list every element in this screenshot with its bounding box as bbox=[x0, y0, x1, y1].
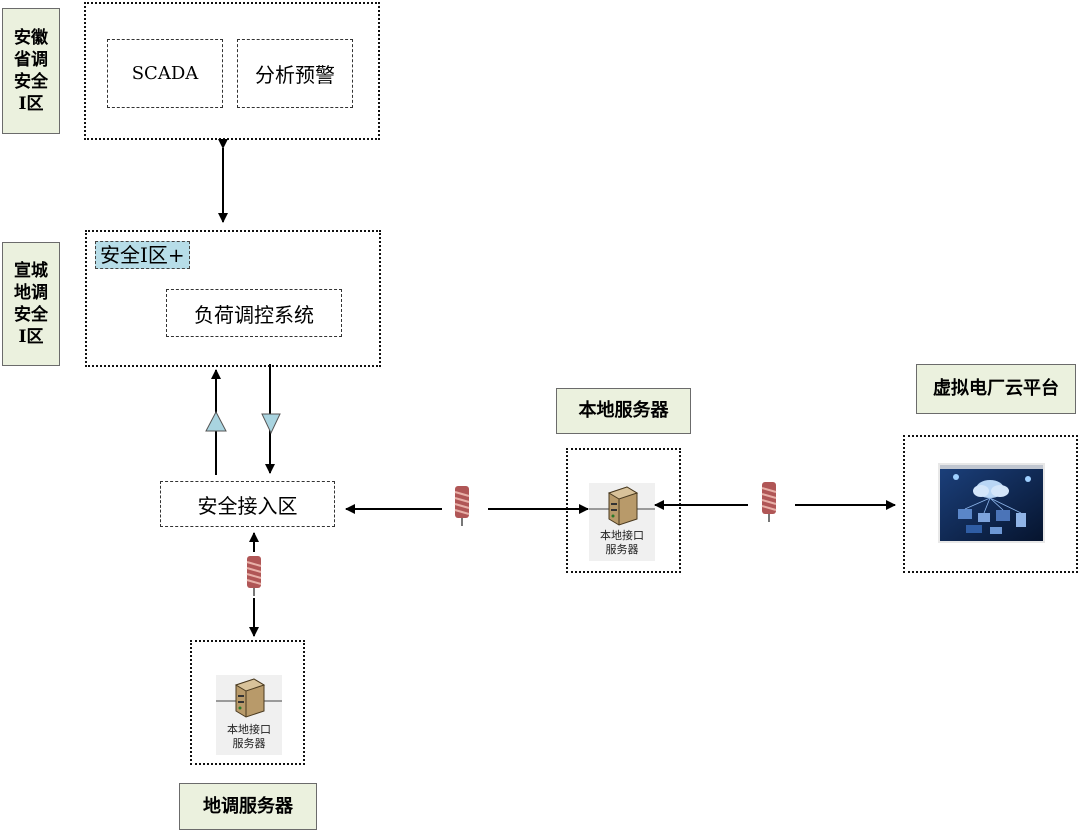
district-system-box: 安全I区+ 负荷调控系统 bbox=[85, 230, 381, 367]
security-zone-plus-label: 安全I区+ bbox=[95, 241, 190, 269]
security-access-zone-box: 安全接入区 bbox=[160, 481, 335, 527]
encryption-device-icon bbox=[454, 485, 470, 527]
local-server-title: 本地服务器 bbox=[556, 388, 691, 434]
local-server-box: 本地接口服务器 bbox=[566, 448, 681, 573]
server-icon bbox=[216, 675, 282, 721]
vpp-platform-title: 虚拟电厂云平台 bbox=[916, 364, 1076, 414]
encryption-device-icon bbox=[761, 481, 777, 523]
district-server-box: 本地接口服务器 bbox=[190, 640, 305, 765]
district-server-title: 地调服务器 bbox=[179, 783, 317, 830]
scada-box: SCADA bbox=[107, 39, 223, 108]
zone-label-xuancheng: 宣城地调安全I区 bbox=[2, 242, 60, 366]
uplink-triangle-icon bbox=[205, 410, 227, 432]
province-system-box: SCADA 分析预警 bbox=[84, 2, 380, 140]
local-interface-server: 本地接口服务器 bbox=[589, 483, 655, 561]
district-interface-server: 本地接口服务器 bbox=[216, 675, 282, 755]
cloud-platform-image bbox=[938, 463, 1045, 543]
downlink-triangle-icon bbox=[261, 413, 281, 435]
zone-label-anhui: 安徽省调安全I区 bbox=[2, 8, 60, 134]
load-control-system-box: 负荷调控系统 bbox=[166, 289, 342, 337]
analysis-warning-box: 分析预警 bbox=[237, 39, 353, 108]
vpp-platform-box bbox=[903, 435, 1078, 573]
encryption-device-icon bbox=[246, 555, 262, 597]
server-icon bbox=[589, 483, 655, 529]
